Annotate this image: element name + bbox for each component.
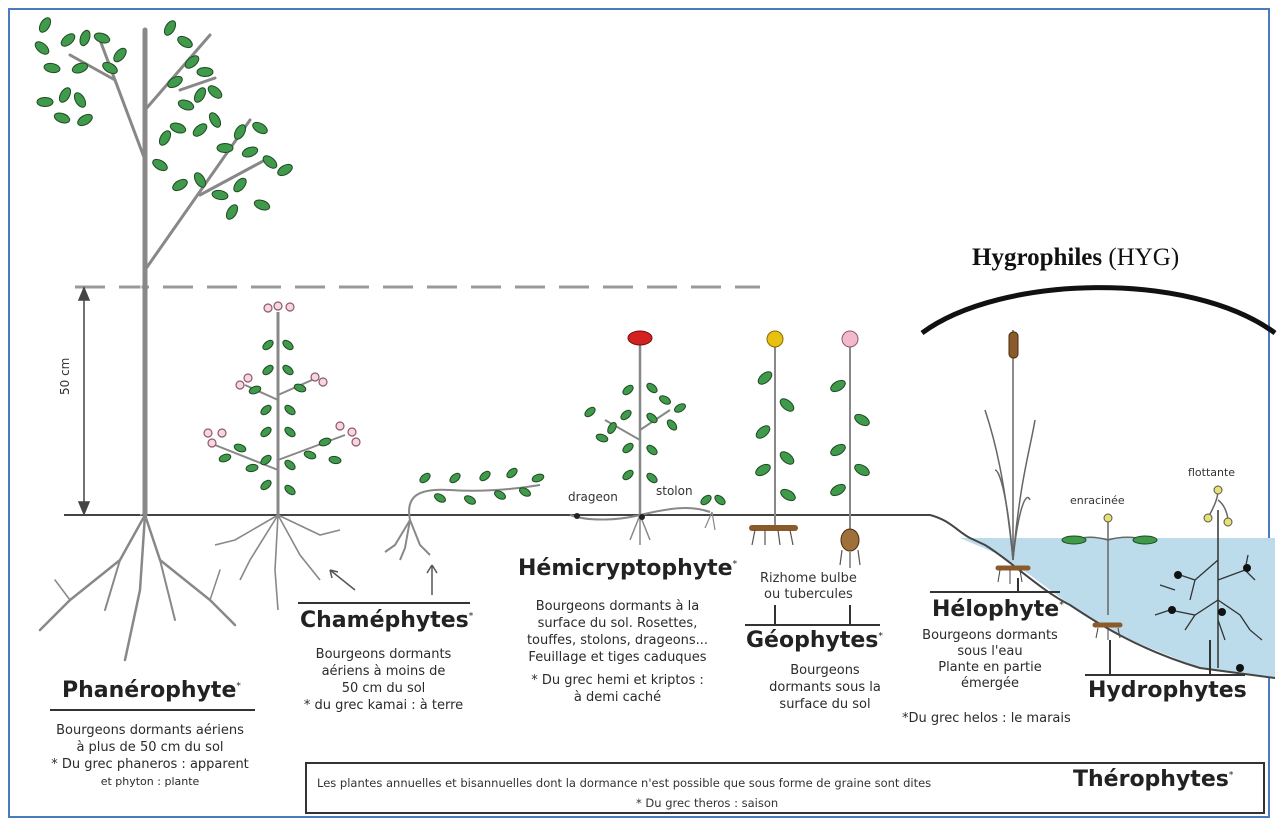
drageon-label: drageon	[568, 490, 618, 504]
hygrophiles-arc	[922, 288, 1275, 333]
chamaephyte-arrows	[330, 565, 437, 595]
height-scale-arrow	[79, 288, 89, 514]
cattail-head	[1009, 332, 1018, 358]
hydrophytes-title: Hydrophytes	[1088, 678, 1247, 703]
hygrophiles-abbr: (HYG)	[1108, 244, 1179, 271]
helophyte-etymology: *Du grec helos : le marais	[902, 710, 1071, 727]
helophyte-description: Bourgeons dormants sous l'eau Plante en …	[900, 628, 1080, 692]
yellow-flower	[767, 331, 783, 347]
helophyte-title: Hélophyte*	[932, 597, 1064, 622]
phanerophyte-tree	[40, 30, 265, 660]
geophytes-description: Bourgeons dormants sous la surface du so…	[745, 662, 905, 713]
hemicryptophyte-title: Hémicryptophyte*	[518, 556, 737, 581]
rhizome-label: Rizhome bulbe ou tubercules	[760, 571, 857, 603]
chamaephyte-leaves	[204, 302, 360, 497]
phanerophyte-title: Phanérophyte*	[62, 678, 241, 703]
hygrophiles-title: Hygrophiles (HYG)	[972, 244, 1179, 272]
stolon-label: stolon	[656, 484, 693, 498]
bulb	[841, 529, 859, 551]
creeping-chamaephyte	[385, 485, 540, 560]
pink-flower	[842, 331, 858, 347]
phanerophyte-description: Bourgeons dormants aériens à plus de 50 …	[30, 722, 270, 790]
red-flower	[628, 331, 652, 345]
therophytes-text: Les plantes annuelles et bisannuelles do…	[317, 776, 931, 790]
therophytes-note: * Du grec theros : saison	[636, 796, 778, 810]
hygrophiles-name: Hygrophiles	[972, 244, 1102, 271]
chamaephyte-shrub	[215, 312, 345, 610]
height-scale-label: 50 cm	[58, 358, 72, 395]
hemicryptophyte-leaves	[583, 381, 727, 506]
geophytes-title: Géophytes*	[746, 628, 883, 653]
rooted-label: enracinée	[1070, 494, 1125, 507]
floating-label: flottante	[1188, 466, 1235, 479]
geophyte-underlines	[745, 605, 880, 625]
chamephytes-description: Bourgeons dormants aériens à moins de 50…	[286, 646, 481, 714]
hemicryptophyte-description: Bourgeons dormants à la surface du sol. …	[500, 598, 735, 706]
therophytes-title: Thérophytes*	[1073, 767, 1233, 792]
phanerophyte-leaves	[33, 16, 294, 221]
chamephytes-title: Chaméphytes*	[300, 608, 473, 633]
